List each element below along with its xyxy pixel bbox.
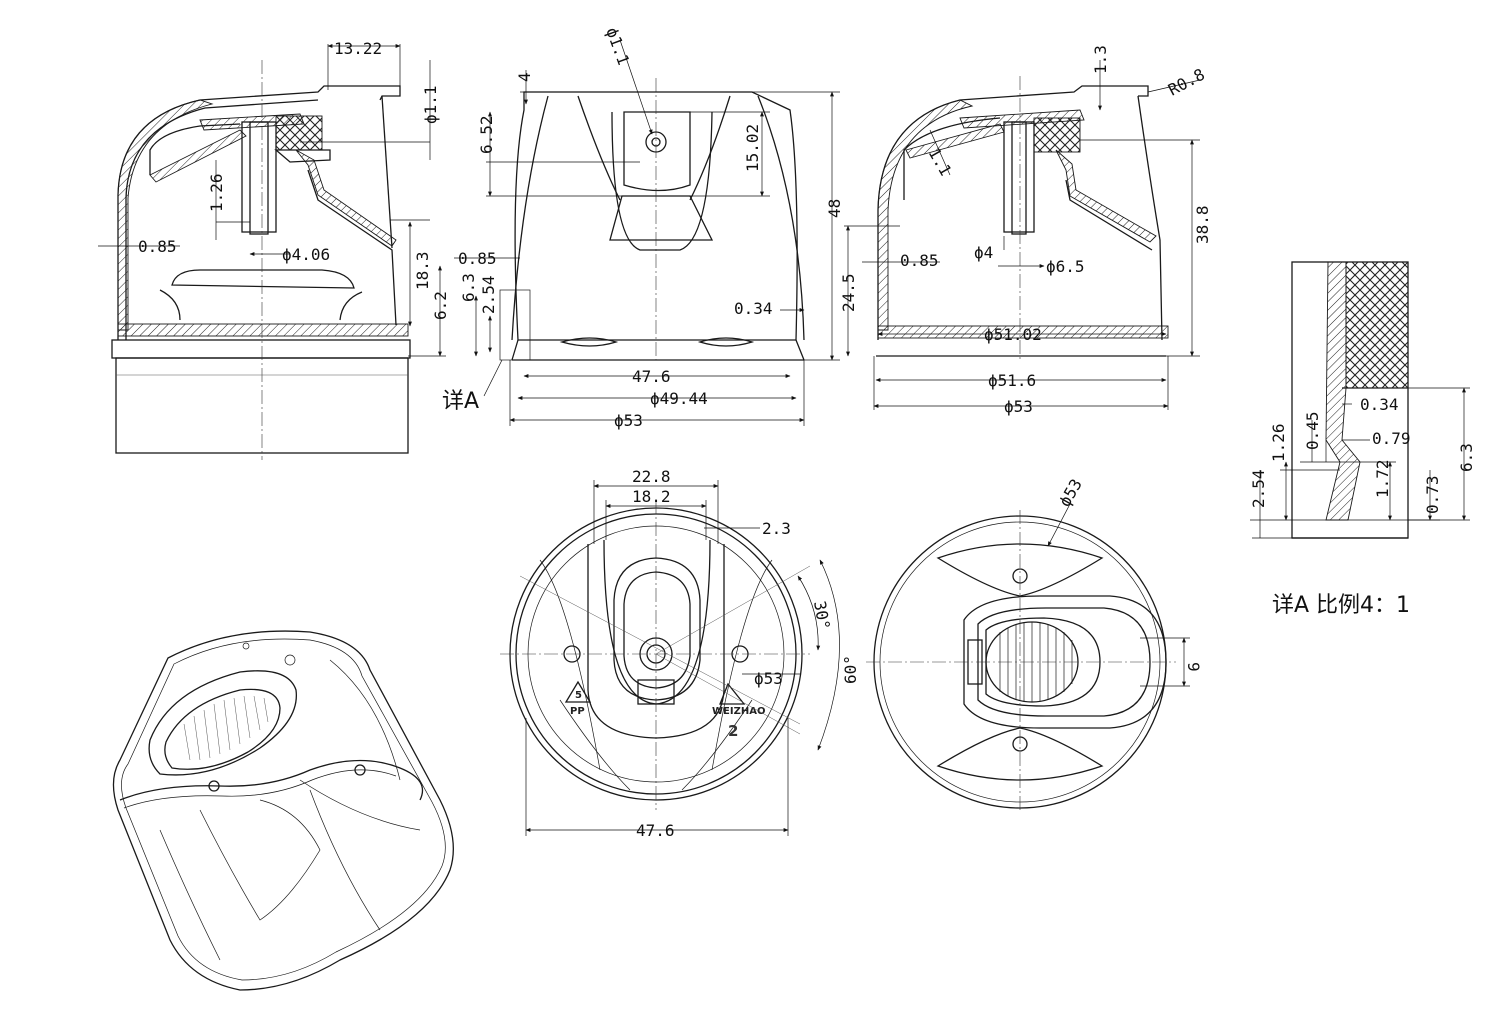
side-section-view: 1.3 R0.8 1.1 38.8 24.5 0.85 ϕ4 ϕ6.5 ϕ51.… [839,45,1212,416]
dim-phi-51-6: ϕ51.6 [988,371,1036,390]
dim-38-8: 38.8 [1193,205,1212,244]
brand-mark: WEIZHAO [712,706,765,717]
dim-a-1-72: 1.72 [1373,459,1392,498]
dim-2-54: 2.54 [479,275,498,314]
dim-phi-53-front: ϕ53 [614,411,643,430]
detail-a-callout: 详A [442,389,479,414]
dim-a-6-3: 6.3 [1457,443,1476,472]
dim-a-0-73: 0.73 [1423,475,1442,514]
material-mark: PP [570,706,585,717]
dim-2-3: 2.3 [762,519,791,538]
dim-0-85-side: 0.85 [900,251,939,270]
front-section-view: 13.22 ϕ1.1 1.26 0.85 ϕ4.06 18.3 6.2 [98,39,450,460]
top-view: 5 PP WEIZHAO 2 22.8 18.2 2.3 30° 60° ϕ53… [500,467,860,840]
detail-a-view: 0.34 0.45 1.26 0.79 2.54 1.72 0.73 6.3 详… [1249,261,1476,618]
dim-0-85: 0.85 [138,237,177,256]
dim-phi-53-top: ϕ53 [754,669,783,688]
dim-phi-53-side: ϕ53 [1004,397,1033,416]
bottom-view: ϕ53 9 [866,475,1203,812]
dim-phi-6-5: ϕ6.5 [1046,257,1085,276]
dim-phi-51-02: ϕ51.02 [984,325,1042,344]
dim-a-0-34: 0.34 [1360,395,1399,414]
dim-1-26: 1.26 [207,173,226,212]
dim-18-3: 18.3 [413,251,432,290]
dim-6-2: 6.2 [431,291,450,320]
front-elevation-view: ϕ1.1 4 6.52 15.02 48 0.85 6.3 2.54 0.34 … [442,25,844,430]
dim-48: 48 [825,199,844,218]
recycle-code: 5 [575,690,582,701]
dim-a-1-26: 1.26 [1269,423,1288,462]
dim-15-02: 15.02 [743,124,762,172]
dim-0-34: 0.34 [734,299,773,318]
dim-9: 9 [1184,662,1203,672]
dim-6-3: 6.3 [459,273,478,302]
dim-4: 4 [515,72,534,82]
detail-a-title: 详A 比例4：1 [1272,593,1410,618]
dim-47-6-top: 47.6 [636,821,675,840]
dim-phi-4: ϕ4 [974,243,993,262]
isometric-view [112,630,454,991]
dim-1-3: 1.3 [1091,45,1110,74]
dim-18-2: 18.2 [632,487,671,506]
dim-13-22: 13.22 [334,39,382,58]
cavity-number: 2 [728,722,738,740]
dim-30-deg: 30° [810,599,834,631]
dim-phi-4-06: ϕ4.06 [282,245,330,264]
dim-phi-49-44: ϕ49.44 [650,389,708,408]
dim-phi-1-1: ϕ1.1 [421,85,440,124]
dim-0-85-front: 0.85 [458,249,497,268]
dim-22-8: 22.8 [632,467,671,486]
dim-a-0-45: 0.45 [1303,411,1322,450]
dim-phi-1-1-top: ϕ1.1 [602,25,633,68]
dim-60-deg: 60° [841,655,860,684]
dim-a-2-54: 2.54 [1249,469,1268,508]
dim-a-0-79: 0.79 [1372,429,1411,448]
dim-24-5: 24.5 [839,273,858,312]
dim-phi-53-bottom: ϕ53 [1055,475,1086,510]
dim-47-6: 47.6 [632,367,671,386]
dim-r0-8: R0.8 [1165,65,1208,100]
dim-6-52: 6.52 [477,115,496,154]
iso-grille [183,695,269,761]
